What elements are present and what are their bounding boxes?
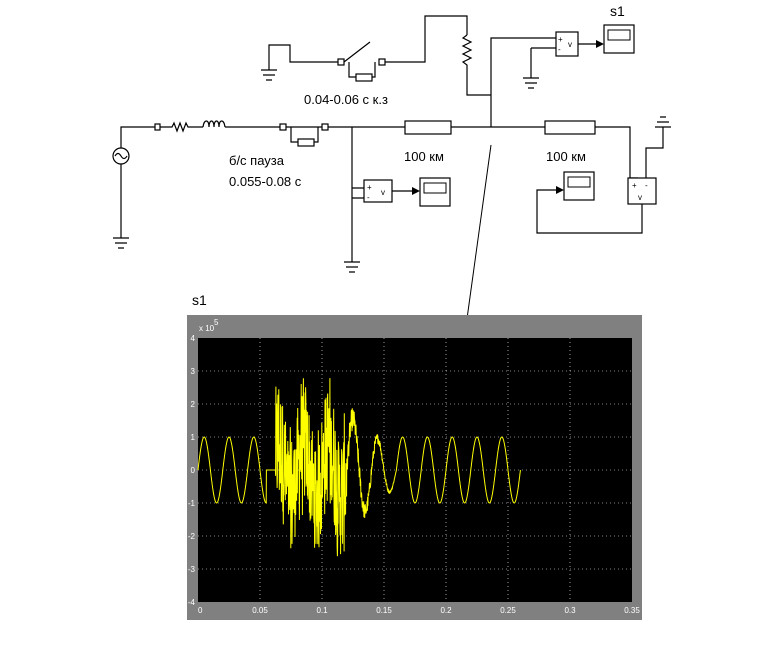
y-tick-label: -3 bbox=[188, 565, 196, 574]
fault-breaker-block[interactable] bbox=[337, 41, 386, 82]
ground-icon bbox=[523, 77, 539, 89]
ground-icon bbox=[113, 237, 129, 249]
svg-text:+: + bbox=[558, 35, 563, 44]
scope-block-1[interactable] bbox=[419, 177, 451, 207]
pause-label-line1: б/с пауза bbox=[229, 153, 285, 168]
scope-block-3[interactable] bbox=[563, 171, 595, 201]
x-tick-label: 0.05 bbox=[252, 606, 268, 615]
scope-block-s1[interactable] bbox=[603, 24, 635, 54]
ground-icon bbox=[261, 69, 277, 81]
wire-source-top bbox=[120, 126, 155, 148]
voltage-measurement-block-3[interactable]: + - v bbox=[627, 177, 657, 205]
pause-label-line2: 0.055-0.08 с bbox=[229, 174, 302, 189]
wire-fault-right bbox=[385, 15, 468, 63]
svg-text:-: - bbox=[367, 193, 370, 202]
ac-source-block[interactable] bbox=[112, 147, 130, 165]
wire-vm3-loop bbox=[536, 189, 643, 234]
y-tick-label: 0 bbox=[191, 466, 196, 475]
wire-line2-to-end bbox=[595, 126, 638, 179]
exponent-base: x 10 bbox=[199, 324, 215, 333]
transmission-line-1-block[interactable] bbox=[404, 120, 452, 135]
y-tick-label: 1 bbox=[191, 433, 196, 442]
voltage-measurement-block-2[interactable]: + - v bbox=[555, 31, 579, 57]
transmission-line-2-block[interactable] bbox=[544, 120, 596, 135]
x-tick-label: 0.3 bbox=[564, 606, 576, 615]
y-tick-label: -4 bbox=[188, 598, 196, 607]
x-tick-label: 0 bbox=[198, 606, 203, 615]
svg-text:v: v bbox=[381, 188, 385, 197]
x-tick-label: 0.1 bbox=[316, 606, 328, 615]
source-impedance-block[interactable] bbox=[154, 120, 280, 133]
wire-end-ground bbox=[645, 127, 664, 178]
wire-node-to-vm2 bbox=[490, 37, 556, 127]
fault-label: 0.04-0.06 с к.з bbox=[304, 92, 388, 107]
x-tick-label: 0.25 bbox=[500, 606, 516, 615]
arrow-icon bbox=[412, 187, 420, 195]
circuit-schematic: б/с пауза 0.055-0.08 с + - v 100 км bbox=[112, 3, 671, 327]
arrow-icon bbox=[556, 186, 564, 194]
callout-line bbox=[465, 144, 492, 327]
x-tick-label: 0.35 bbox=[624, 606, 640, 615]
line1-label: 100 км bbox=[404, 149, 444, 164]
y-tick-label: 3 bbox=[191, 367, 196, 376]
exponent-power: 5 bbox=[214, 318, 219, 327]
wire-fault-left bbox=[268, 44, 338, 70]
svg-text:v: v bbox=[568, 40, 572, 49]
svg-text:v: v bbox=[638, 193, 642, 202]
voltage-measurement-block-1[interactable]: + - v bbox=[363, 179, 393, 203]
svg-text:+: + bbox=[632, 181, 637, 190]
svg-text:+: + bbox=[367, 183, 372, 192]
x-tick-label: 0.2 bbox=[440, 606, 452, 615]
series-trace bbox=[197, 378, 521, 557]
fault-resistor-block[interactable] bbox=[461, 34, 491, 96]
scope-s1-label: s1 bbox=[610, 3, 625, 19]
y-tick-label: -2 bbox=[188, 532, 196, 541]
tick-labels: 0 0.05 0.1 0.15 0.2 0.25 0.3 0.35 4 3 2 1 0 -1 -2 -3 -4 bbox=[188, 334, 640, 615]
svg-text:-: - bbox=[645, 181, 648, 190]
y-tick-label: -1 bbox=[188, 499, 196, 508]
svg-text:-: - bbox=[558, 45, 561, 54]
x-tick-label: 0.15 bbox=[376, 606, 392, 615]
y-tick-label: 4 bbox=[191, 334, 196, 343]
y-tick-label: 2 bbox=[191, 400, 196, 409]
ground-icon bbox=[655, 116, 671, 128]
reclose-breaker-block[interactable] bbox=[279, 123, 329, 147]
arrow-icon bbox=[596, 40, 604, 48]
line2-label: 100 км bbox=[546, 149, 586, 164]
wire-to-voltmeter-1 bbox=[351, 127, 364, 262]
plot-title: s1 bbox=[192, 292, 207, 308]
ground-icon bbox=[344, 261, 360, 273]
